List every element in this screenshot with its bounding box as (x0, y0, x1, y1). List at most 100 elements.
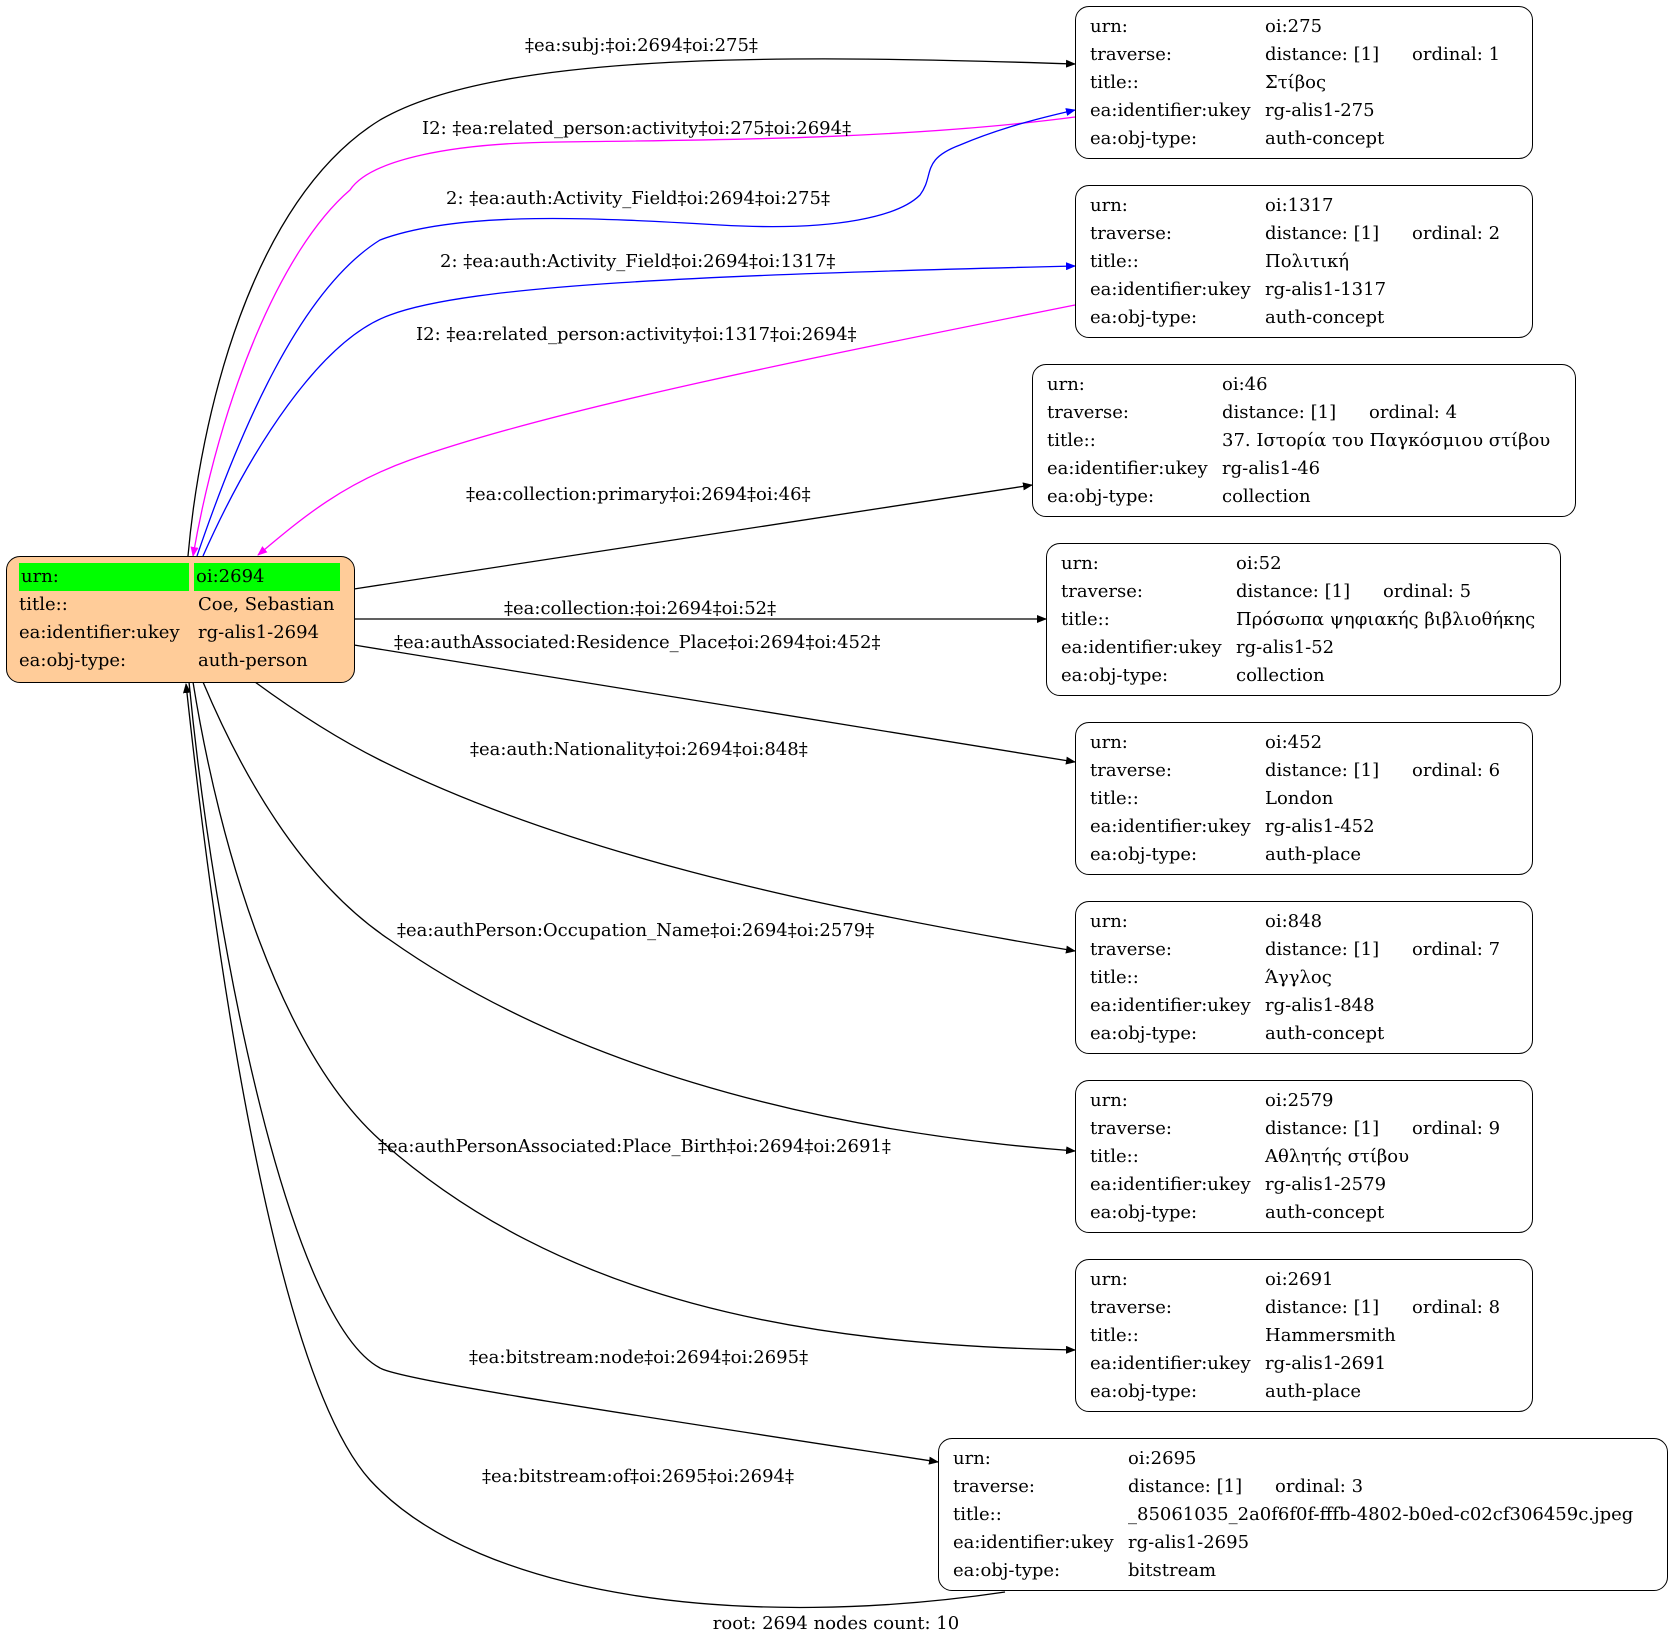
field-value: oi:46 (1222, 374, 1268, 395)
node-oi-46[interactable]: urn: oi:46 traverse:distance: [1]ordinal: … (1032, 364, 1576, 517)
field-key: ea:identifier:ukey (1090, 1174, 1251, 1195)
node-objtype-row: ea:obj-type:auth-place (1090, 1378, 1518, 1406)
field-value: distance: [1] (1265, 223, 1380, 244)
edge-label: ‡ea:authPersonAssociated:Place_Birth‡oi:… (378, 1136, 891, 1157)
field-value: _85061035_2a0f6f0f-fffb-4802-b0ed-c02cf3… (1128, 1504, 1634, 1525)
node-title-row: title::London (1090, 785, 1518, 813)
field-value: oi:52 (1236, 553, 1282, 574)
field-value: distance: [1] (1236, 581, 1351, 602)
field-key: ea:obj-type: (1090, 128, 1198, 149)
ordinal-value: ordinal: 8 (1412, 1297, 1501, 1318)
field-value: distance: [1] (1265, 1297, 1380, 1318)
field-value: distance: [1] (1128, 1476, 1243, 1497)
field-key: title:: (1090, 788, 1139, 809)
field-value: Coe, Sebastian (198, 594, 335, 615)
node-objtype-row: ea:obj-type:bitstream (953, 1557, 1653, 1585)
edge-nationality-848 (254, 681, 1076, 954)
root-title-row: title:: Coe, Sebastian (19, 591, 342, 619)
field-key: ea:identifier:ukey (1090, 279, 1251, 300)
ordinal-value: ordinal: 5 (1383, 581, 1472, 602)
edge-bitstream-of-2694 (182, 683, 1006, 1609)
field-value: collection (1236, 665, 1325, 686)
field-value: distance: [1] (1265, 1118, 1380, 1139)
field-value: auth-concept (1265, 1202, 1385, 1223)
edge-label: ‡ea:subj:‡oi:2694‡oi:275‡ (525, 35, 758, 56)
field-key: urn: (1090, 195, 1128, 216)
node-title-row: title::Hammersmith (1090, 1322, 1518, 1350)
ordinal-value: ordinal: 4 (1369, 402, 1458, 423)
field-key: ea:identifier:ukey (1061, 637, 1222, 658)
edge-activity-275 (196, 108, 1076, 557)
edge-label: ‡ea:bitstream:of‡oi:2695‡oi:2694‡ (482, 1466, 794, 1487)
field-value: auth-place (1265, 1381, 1361, 1402)
field-value: oi:1317 (1265, 195, 1334, 216)
node-traverse-row: traverse:distance: [1]ordinal: 4 (1047, 399, 1561, 427)
field-value: oi:275 (1265, 16, 1323, 37)
field-value: oi:2579 (1265, 1090, 1334, 1111)
field-key: traverse: (1090, 223, 1172, 244)
field-value: Πρόσωπα ψηφιακής βιβλιοθήκης (1236, 609, 1536, 630)
field-value: oi:2695 (1128, 1448, 1197, 1469)
edge-label: 2: ‡ea:auth:Activity_Field‡oi:2694‡oi:13… (440, 251, 835, 272)
root-node[interactable]: urn: oi:2694 title:: Coe, Sebastian ea:i… (6, 556, 355, 683)
node-title-row: title::Άγγλος (1090, 964, 1518, 992)
field-key: ea:identifier:ukey (1090, 816, 1251, 837)
field-value: Αθλητής στίβου (1265, 1146, 1410, 1167)
field-key: traverse: (953, 1476, 1035, 1497)
field-value: rg-alis1-46 (1222, 458, 1321, 479)
field-value: rg-alis1-2691 (1265, 1353, 1387, 1374)
field-key: ea:identifier:ukey (1047, 458, 1208, 479)
node-title-row: title::37. Ιστορία του Παγκόσμιου στίβου (1047, 427, 1561, 455)
field-value: rg-alis1-2579 (1265, 1174, 1387, 1195)
field-value: oi:2691 (1265, 1269, 1334, 1290)
field-key: traverse: (1090, 1118, 1172, 1139)
ordinal-value: ordinal: 2 (1412, 223, 1501, 244)
field-key: ea:obj-type: (1090, 307, 1198, 328)
node-oi-1317[interactable]: urn: oi:1317 traverse: distance: [1] ordinal… (1075, 185, 1533, 338)
root-ukey-row: ea:identifier:ukey rg-alis1-2694 (19, 619, 342, 647)
field-value: distance: [1] (1265, 760, 1380, 781)
node-title-row: title::Πρόσωπα ψηφιακής βιβλιοθήκης (1061, 606, 1546, 634)
node-traverse-row: traverse:distance: [1]ordinal: 8 (1090, 1294, 1518, 1322)
node-title-row: title::Πολιτική (1090, 248, 1518, 276)
edge-label: I2: ‡ea:related_person:activity‡oi:275‡o… (422, 118, 851, 139)
node-title-row: title::Αθλητής στίβου (1090, 1143, 1518, 1171)
node-ukey-row: ea:identifier:ukey rg-alis1-2579 (1090, 1171, 1518, 1199)
node-urn-row: urn:oi:2695 (953, 1445, 1653, 1473)
field-key: urn: (1090, 16, 1128, 37)
field-value: auth-place (1265, 844, 1361, 865)
node-urn-row: urn: oi:1317 (1090, 192, 1518, 220)
field-value: rg-alis1-52 (1236, 637, 1335, 658)
field-value: oi:452 (1265, 732, 1323, 753)
ordinal-value: ordinal: 6 (1412, 760, 1501, 781)
node-urn-row: urn:oi:848 (1090, 908, 1518, 936)
field-key: urn: (1090, 1090, 1128, 1111)
node-urn-row: urn:oi:52 (1061, 550, 1546, 578)
edge-label: ‡ea:auth:Nationality‡oi:2694‡oi:848‡ (470, 739, 808, 760)
field-key: ea:identifier:ukey (953, 1532, 1114, 1553)
edge-label: 2: ‡ea:auth:Activity_Field‡oi:2694‡oi:27… (446, 188, 830, 209)
field-key: urn: (1047, 374, 1085, 395)
edge-label: ‡ea:collection:primary‡oi:2694‡oi:46‡ (466, 484, 811, 505)
field-key: urn: (1090, 732, 1128, 753)
field-key: urn: (1090, 911, 1128, 932)
node-ukey-row: ea:identifier:ukey rg-alis1-46 (1047, 455, 1561, 483)
field-value: auth-person (198, 650, 308, 671)
field-key: title:: (1090, 1146, 1139, 1167)
node-oi-452[interactable]: urn: oi:452 traverse: distance: [1] ordinal:… (1075, 722, 1533, 875)
root-objtype-row: ea:obj-type: auth-person (19, 647, 342, 675)
root-urn-row: urn: oi:2694 (19, 563, 342, 591)
field-value: auth-concept (1265, 128, 1385, 149)
field-key: traverse: (1090, 760, 1172, 781)
field-key: urn: (1090, 1269, 1128, 1290)
node-title-row: title::_85061035_2a0f6f0f-fffb-4802-b0ed… (953, 1501, 1653, 1529)
